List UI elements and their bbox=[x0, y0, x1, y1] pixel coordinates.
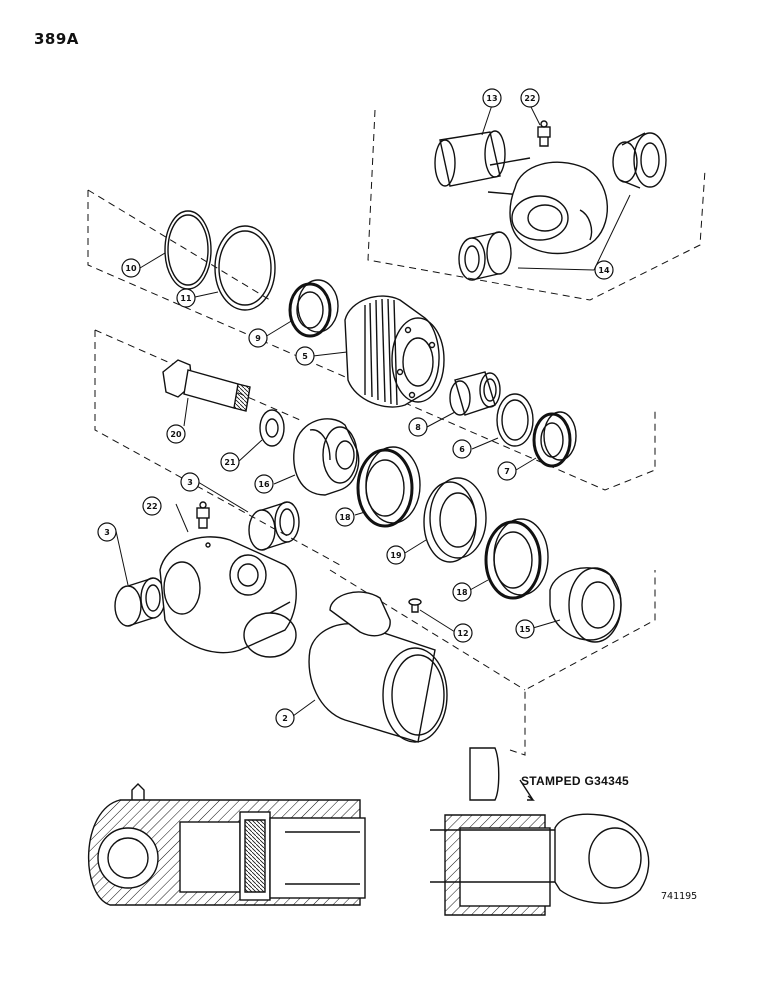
svg-text:22: 22 bbox=[146, 502, 157, 511]
callout-15: 15 bbox=[515, 619, 535, 639]
svg-text:10: 10 bbox=[125, 264, 137, 273]
svg-text:14: 14 bbox=[598, 266, 610, 275]
grease-fitting-top bbox=[537, 120, 551, 147]
callout-19: 19 bbox=[386, 545, 406, 565]
callout-16: 16 bbox=[254, 474, 274, 494]
callout-13: 13 bbox=[482, 88, 502, 108]
svg-text:9: 9 bbox=[255, 334, 261, 343]
backup-ring-10 bbox=[164, 210, 212, 290]
wear-ring-19 bbox=[423, 477, 487, 563]
callout-14: 14 bbox=[594, 260, 614, 280]
piston-nut-16 bbox=[293, 418, 360, 496]
stamp-label: STAMPED G34345 bbox=[521, 774, 630, 788]
callouts: 13 22 10 11 9 5 14 20 21 16 8 6 7 3 22 1… bbox=[97, 88, 614, 728]
svg-text:6: 6 bbox=[459, 445, 465, 454]
callout-18-a: 18 bbox=[335, 507, 355, 527]
callout-20: 20 bbox=[166, 424, 186, 444]
ring-6 bbox=[496, 393, 534, 447]
callout-5: 5 bbox=[295, 346, 315, 366]
piston-seal-18b bbox=[484, 518, 549, 600]
svg-text:3: 3 bbox=[187, 478, 193, 487]
seal-9 bbox=[288, 279, 339, 338]
bushing-14-right bbox=[612, 132, 667, 189]
bushing-3-lower bbox=[114, 577, 166, 627]
svg-text:13: 13 bbox=[486, 94, 497, 103]
svg-text:22: 22 bbox=[524, 94, 535, 103]
group-outline-barrel bbox=[329, 569, 526, 691]
callout-8: 8 bbox=[408, 417, 428, 437]
svg-text:5: 5 bbox=[302, 352, 308, 361]
svg-text:3: 3 bbox=[104, 528, 110, 537]
callout-22-top: 22 bbox=[520, 88, 540, 108]
figure-number: 741195 bbox=[661, 891, 698, 902]
piston-15 bbox=[549, 567, 622, 643]
cylinder-barrel-2 bbox=[308, 591, 448, 743]
callout-6: 6 bbox=[452, 439, 472, 459]
callout-18-b: 18 bbox=[452, 582, 472, 602]
callout-7: 7 bbox=[497, 461, 517, 481]
wiper-seal-7 bbox=[532, 411, 577, 468]
callout-3-lower: 3 bbox=[97, 522, 117, 542]
section-view-left bbox=[87, 783, 366, 906]
callout-3-upper: 3 bbox=[180, 472, 200, 492]
bolt-20 bbox=[162, 359, 251, 412]
rod-eye-clevis bbox=[434, 130, 609, 255]
callout-21: 21 bbox=[220, 452, 240, 472]
section-view-right bbox=[430, 747, 650, 916]
callout-9: 9 bbox=[248, 328, 268, 348]
bushing-8 bbox=[449, 371, 501, 416]
svg-text:21: 21 bbox=[224, 458, 236, 467]
svg-text:16: 16 bbox=[258, 480, 270, 489]
callout-2: 2 bbox=[275, 708, 295, 728]
svg-text:11: 11 bbox=[180, 294, 192, 303]
callout-11: 11 bbox=[176, 288, 196, 308]
o-ring-11 bbox=[214, 225, 276, 311]
svg-text:20: 20 bbox=[170, 430, 182, 439]
callout-22-body: 22 bbox=[142, 496, 162, 516]
svg-text:15: 15 bbox=[519, 625, 531, 634]
callout-10: 10 bbox=[121, 258, 141, 278]
svg-text:19: 19 bbox=[390, 551, 402, 560]
svg-text:7: 7 bbox=[504, 467, 510, 476]
callout-12: 12 bbox=[453, 623, 473, 643]
leader-lines bbox=[115, 104, 631, 717]
clevis-body-22 bbox=[159, 536, 297, 658]
piston-seal-18a bbox=[356, 446, 421, 528]
grease-fitting-3 bbox=[196, 501, 210, 529]
group-outline-clevis bbox=[367, 109, 706, 301]
screw-12 bbox=[408, 598, 422, 613]
group-outline-piston bbox=[87, 189, 656, 491]
svg-text:2: 2 bbox=[282, 714, 288, 723]
washer-21 bbox=[259, 409, 285, 447]
bushing-14-left bbox=[458, 231, 512, 281]
page-number: 389A bbox=[34, 30, 79, 48]
piston-gland-5 bbox=[344, 295, 445, 408]
svg-text:18: 18 bbox=[339, 513, 351, 522]
svg-text:12: 12 bbox=[457, 629, 468, 638]
svg-text:18: 18 bbox=[456, 588, 468, 597]
bushing-3-upper bbox=[248, 501, 300, 551]
svg-text:8: 8 bbox=[415, 423, 421, 432]
